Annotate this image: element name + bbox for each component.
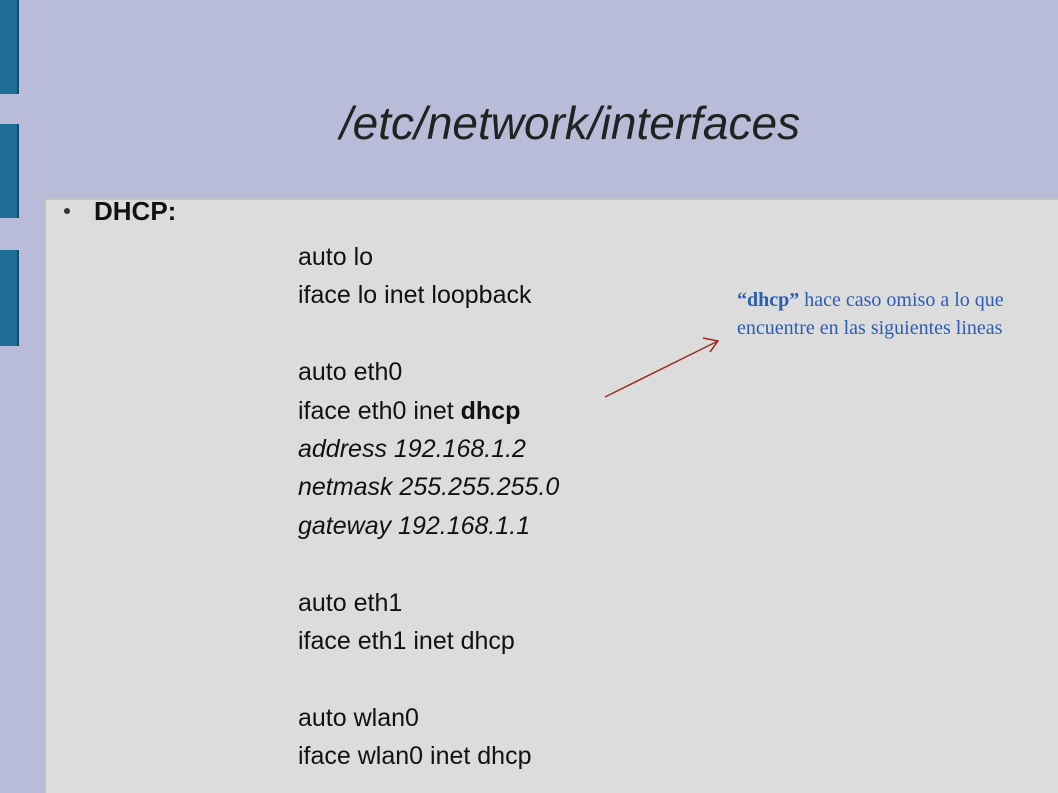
code-line: auto eth0 — [298, 358, 403, 387]
config-code-block: auto lo iface lo inet loopback auto eth0 if… — [298, 238, 559, 775]
code-line: netmask 255.255.255.0 — [298, 473, 560, 502]
left-tab-1 — [0, 0, 19, 94]
code-line: auto wlan0 — [298, 703, 419, 732]
code-line — [298, 315, 559, 353]
left-tab-3 — [0, 250, 19, 346]
annotation-text: hace caso omiso a lo que encuentre en la… — [737, 289, 1004, 339]
annotation-note: “dhcp” hace caso omiso a lo que encuentr… — [737, 286, 1037, 342]
code-line — [298, 660, 559, 698]
code-line: iface eth0 inet dhcp — [298, 392, 559, 430]
code-line — [298, 545, 559, 583]
bullet-label: DHCP: — [94, 196, 177, 226]
left-tab-2 — [0, 124, 19, 218]
code-line: auto lo — [298, 243, 374, 271]
code-line-keyword: dhcp — [460, 396, 521, 425]
code-line: address 192.168.1.2 — [298, 434, 526, 463]
bullet-dot-icon — [64, 208, 70, 215]
annotation-keyword: “dhcp” — [737, 289, 800, 311]
code-line: auto eth1 — [298, 588, 403, 617]
slide-title: /etc/network/interfaces — [339, 97, 801, 149]
code-line-prefix: iface eth0 inet — [298, 396, 461, 425]
code-line: gateway 192.168.1.1 — [298, 511, 531, 540]
bullet-item: DHCP: — [64, 196, 176, 227]
code-line: iface eth1 inet dhcp — [298, 626, 515, 655]
content-panel — [44, 198, 1058, 793]
code-line: iface lo inet loopback — [298, 281, 532, 310]
code-line: iface wlan0 inet dhcp — [298, 742, 532, 771]
